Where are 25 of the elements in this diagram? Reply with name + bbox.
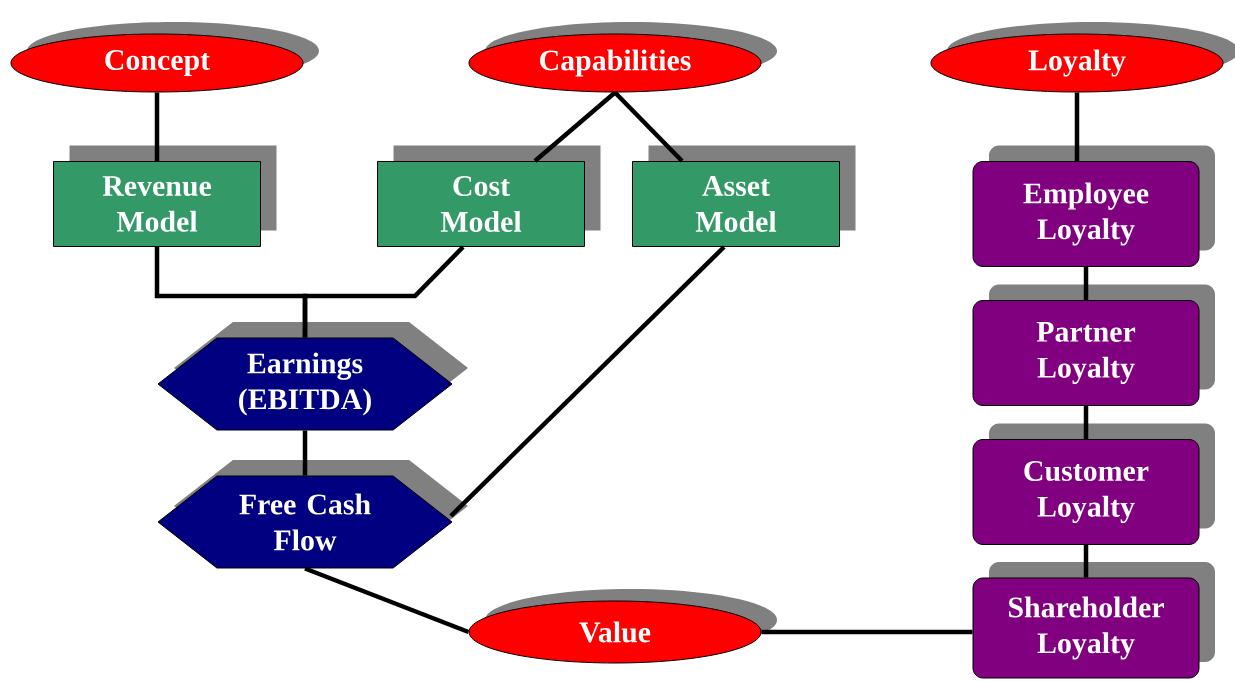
model-box: Cost Model	[377, 145, 601, 247]
connector-line	[304, 566, 470, 635]
loyalty-box: Partner Loyalty	[972, 284, 1215, 406]
hexagon: Earnings (EBITDA)	[157, 322, 468, 431]
connector-line	[1083, 406, 1089, 439]
connector-line	[1083, 545, 1089, 578]
loyalty-box: Shareholder Loyalty	[972, 562, 1215, 679]
oval: Value	[468, 589, 777, 664]
model-box: Asset Model	[632, 145, 856, 247]
connector-line	[761, 629, 973, 635]
loyalty-box: Employee Loyalty	[972, 145, 1215, 267]
connector-line	[1074, 92, 1080, 161]
model-box: Revenue Model	[53, 145, 277, 247]
connector-line	[449, 245, 726, 518]
hexagon: Free Cash Flow	[157, 460, 468, 569]
connector-line	[533, 90, 617, 163]
connector-line	[613, 90, 684, 163]
connector-line	[154, 92, 160, 161]
oval: Capabilities	[468, 22, 777, 93]
oval: Concept	[10, 22, 319, 93]
connector-line	[302, 245, 465, 338]
connector-line	[302, 430, 308, 476]
connector-line	[1083, 267, 1089, 300]
oval: Loyalty	[930, 22, 1235, 93]
loyalty-box: Customer Loyalty	[972, 423, 1215, 545]
